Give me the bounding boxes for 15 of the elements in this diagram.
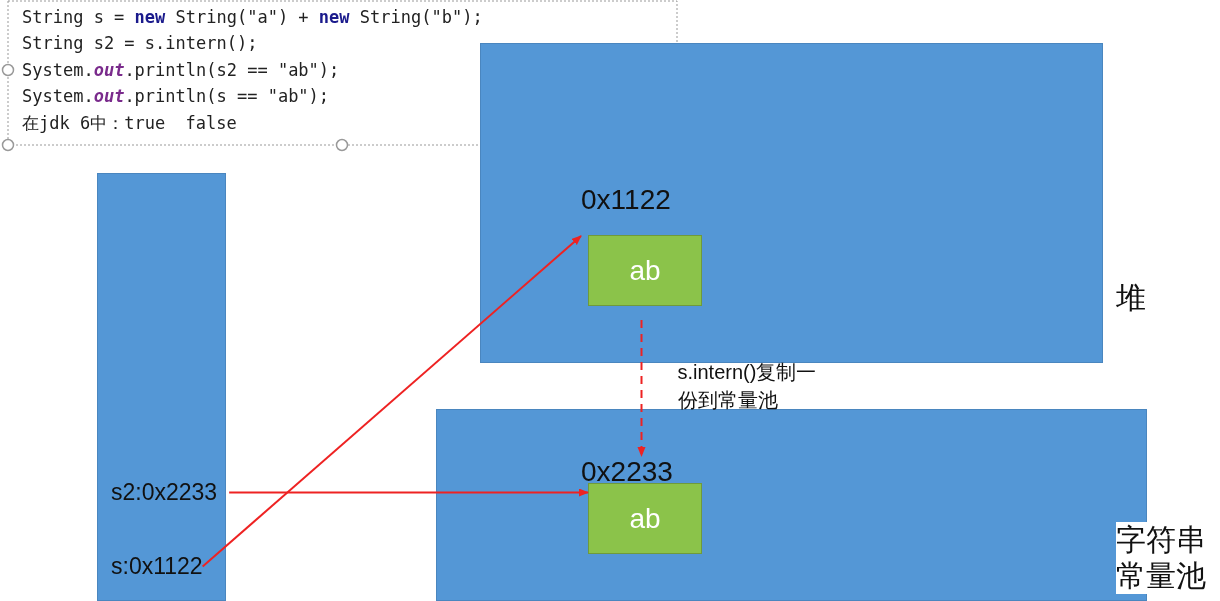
code-line: 在jdk 6中：true false	[22, 112, 237, 134]
stack-bar	[97, 173, 226, 601]
variable-label: s2:0x2233	[111, 479, 218, 506]
string-object-box: ab	[588, 235, 702, 306]
edge-label: s.intern()复制一份到常量池	[677, 360, 818, 413]
address-label: 0x1122	[581, 184, 671, 216]
arrow	[637, 319, 646, 457]
code-line: String s = new String("a") + new String("b");	[22, 6, 483, 28]
arrow	[201, 235, 582, 568]
code-line: System.out.println(s2 == "ab");	[22, 59, 340, 81]
code-line: String s2 = s.intern();	[22, 32, 258, 54]
arrow	[228, 488, 589, 497]
string-object-box: ab	[588, 483, 702, 554]
variable-label: s:0x1122	[111, 553, 203, 580]
code-line: System.out.println(s == "ab");	[22, 85, 330, 107]
